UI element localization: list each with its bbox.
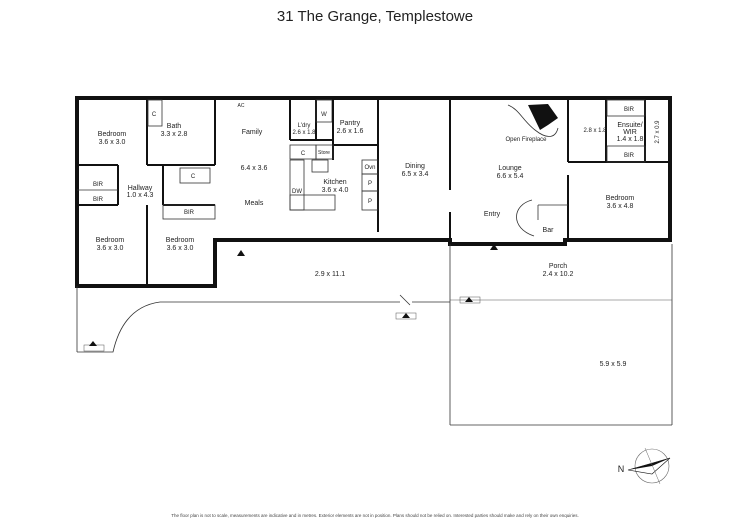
bir-tag-3: BIR [184,210,195,216]
room-labels: Bedroom 3.6 x 3.0 Bath 3.3 x 2.8 Family … [96,120,661,368]
bedroom-4-size: 3.6 x 4.8 [607,203,634,210]
fireplace-icon [528,104,558,130]
alfresco-size: 2.9 x 11.1 [315,271,345,278]
small-room-size: 2.8 x 1.8 [583,128,607,134]
pantry-label: Pantry [340,120,361,127]
family-label: Family [242,129,263,136]
step-markers [83,244,498,352]
cupboard-tag-1: C [152,112,157,118]
hallway-size: 1.0 x 4.3 [127,192,154,199]
porch-size: 2.4 x 10.2 [543,271,574,278]
bir-tag-4: BIR [624,107,635,113]
ensuite-label: Ensuite/ [617,122,642,129]
bir-tag-2: BIR [93,197,104,203]
washer-tag: W [321,112,327,118]
laundry-size: 2.6 x 1.8 [292,130,316,136]
bedroom-3-size: 3.6 x 3.0 [167,245,194,252]
bath-size: 3.3 x 2.8 [161,131,188,138]
disclaimer-text: The floor plan is not to scale, measurem… [171,513,579,518]
outdoor-areas [76,244,673,426]
kitchen-label: Kitchen [323,179,346,186]
kitchen-size: 3.6 x 4.0 [322,187,349,194]
ac-tag: AC [238,103,245,109]
fixture-tags: BIR BIR BIR BIR BIR C C C W Store DW Ovn… [93,103,635,216]
fireplace-label: Open Fireplace [505,137,547,143]
ensuite-size: 1.4 x 1.8 [617,136,644,143]
bedroom-2-label: Bedroom [96,237,125,244]
bir-tag-5: BIR [624,153,635,159]
meals-label: Meals [245,200,264,207]
dishwasher-tag: DW [292,189,302,195]
cupboard-tag-3: C [301,151,306,157]
bedroom-2-size: 3.6 x 3.0 [97,245,124,252]
bedroom-4-label: Bedroom [606,195,635,202]
store-label: Store [318,150,330,156]
lounge-size: 6.6 x 5.4 [497,173,524,180]
oven-tag: Ovn [364,165,375,171]
laundry-label: L'dry [298,123,311,129]
bath-label: Bath [167,123,182,130]
entry-label: Entry [484,211,501,218]
wir-label: WIR [623,129,637,136]
dining-size: 6.5 x 3.4 [402,171,429,178]
page-title: 31 The Grange, Templestowe [276,8,474,25]
side-room-size: 2.7 x 0.9 [655,120,661,144]
pantry-tag-1: P [368,181,372,187]
dining-label: Dining [405,163,425,170]
pantry-tag-2: P [368,199,372,205]
cupboard-tag-2: C [191,174,196,180]
porch-label: Porch [549,263,567,270]
compass-icon: N [618,447,671,485]
lounge-label: Lounge [498,165,521,172]
hallway-label: Hallway [128,185,153,192]
carport-size: 5.9 x 5.9 [600,361,627,368]
bedroom-3-label: Bedroom [166,237,195,244]
pantry-size: 2.6 x 1.6 [337,128,364,135]
compass-north-label: N [618,464,625,474]
interior-walls [77,98,670,286]
bedroom-1-label: Bedroom [98,131,127,138]
bedroom-1-size: 3.6 x 3.0 [99,139,126,146]
bir-tag-1: BIR [93,182,104,188]
family-size: 6.4 x 3.6 [241,165,268,172]
bar-label: Bar [543,227,555,234]
